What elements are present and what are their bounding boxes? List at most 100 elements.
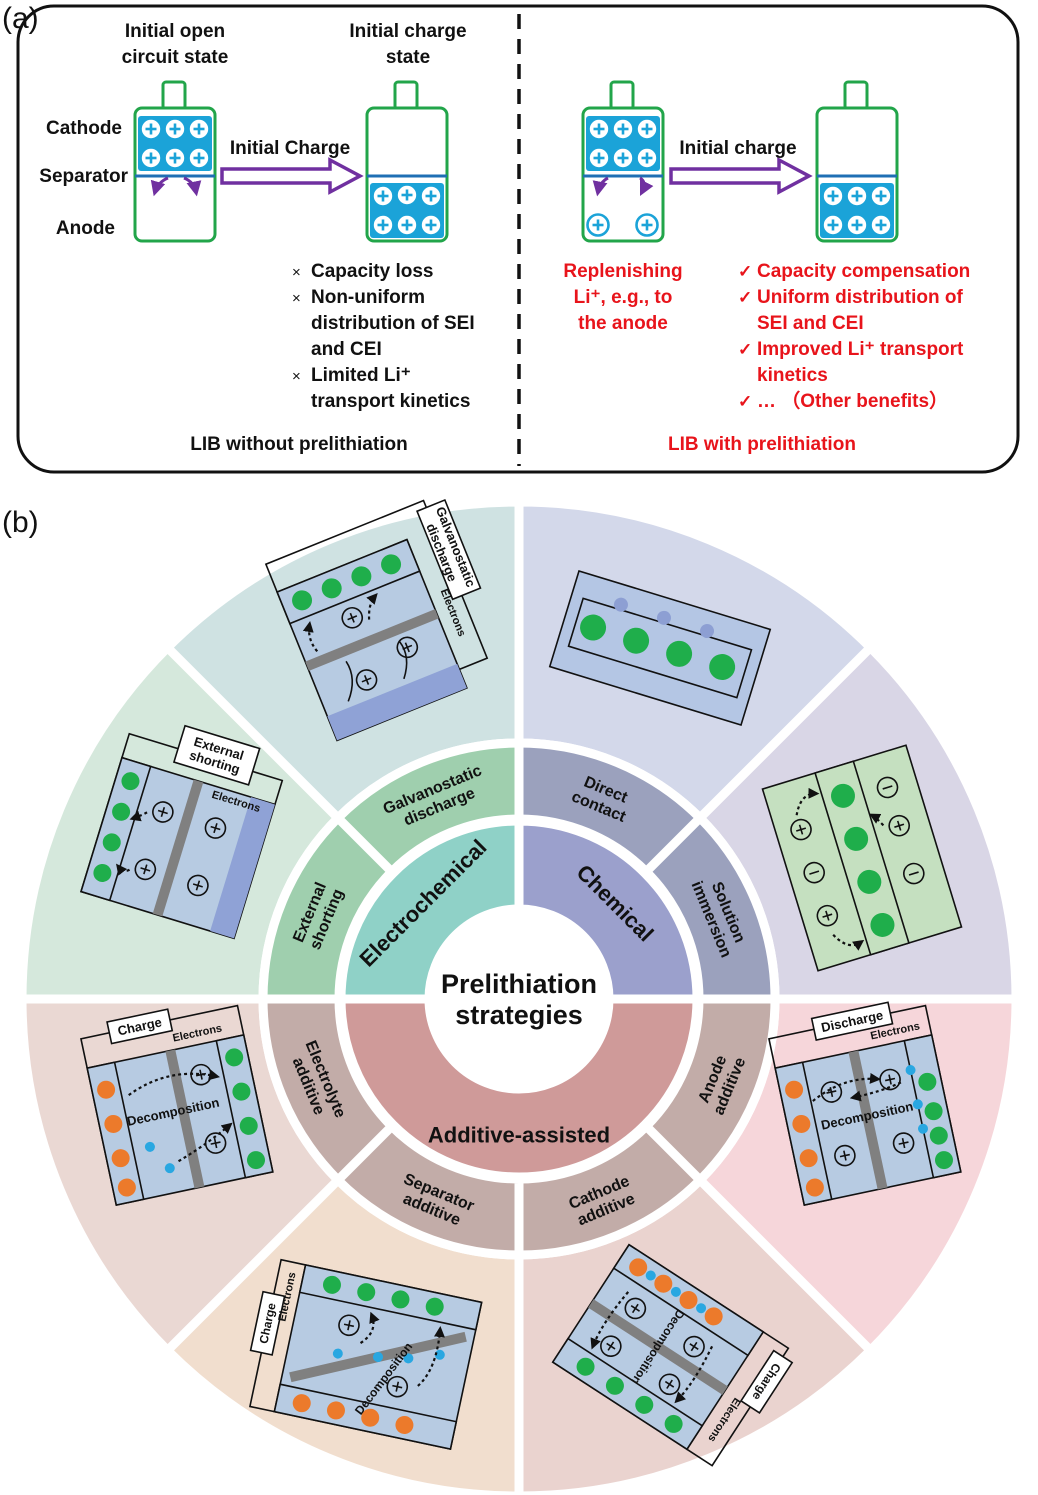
issue-text: Non-uniform xyxy=(311,287,425,308)
additive-particle xyxy=(332,1348,343,1359)
anion-icon xyxy=(903,862,925,885)
ion-migration-arrow xyxy=(674,1345,714,1404)
li-ion-icon xyxy=(187,117,211,141)
ion-migration-arrow xyxy=(302,620,319,653)
schematic-direct-contact xyxy=(548,569,772,727)
li-plus-ion-icon xyxy=(888,814,910,837)
li-ion-icon xyxy=(163,117,187,141)
ion-migration-arrow xyxy=(116,863,131,876)
issue-cross-mark: × xyxy=(292,264,301,281)
replenish-line: Li⁺, e.g., to xyxy=(574,287,673,308)
li-ion-icon xyxy=(869,184,893,208)
benefit-check-mark: ✓ xyxy=(738,392,752,411)
lithiated-particle xyxy=(844,826,869,851)
li-ion-icon xyxy=(371,184,395,208)
state1-title-2: circuit state xyxy=(122,47,229,68)
wheel-center xyxy=(429,909,609,1089)
cathode-particle xyxy=(111,1149,130,1168)
issue-cross-mark: × xyxy=(292,368,301,385)
li-plus-ion-icon xyxy=(152,801,174,823)
anode-particle xyxy=(239,1116,258,1135)
transport-curve xyxy=(399,641,408,680)
li-plus-ion-icon xyxy=(816,904,839,927)
li-plus-ion-icon xyxy=(355,669,378,691)
li-ion-icon xyxy=(419,184,443,208)
center-title-line: strategies xyxy=(455,1000,583,1030)
anode-particle xyxy=(246,1151,265,1170)
lithiated-particle xyxy=(709,654,736,681)
cathode-particle xyxy=(104,1114,123,1133)
lithiated-particle xyxy=(580,614,607,641)
additive-particle xyxy=(918,1123,929,1134)
ion-migration-arrow xyxy=(417,1326,445,1387)
li-ion-icon xyxy=(869,213,893,237)
li-ion-icon xyxy=(139,146,163,170)
benefit-text: Improved Li⁺ transport xyxy=(757,339,964,360)
lithiated-particle xyxy=(870,912,895,937)
cathode-particle xyxy=(679,1291,698,1310)
lithium-particle xyxy=(613,597,628,612)
li-ion-icon xyxy=(587,117,611,141)
li-plus-ion-icon xyxy=(204,817,227,839)
label-box xyxy=(106,1008,174,1045)
additive-particle xyxy=(144,1141,155,1152)
cathode-electrode xyxy=(774,1061,833,1207)
cathode-particle xyxy=(117,1178,136,1197)
li-plus-ion-icon xyxy=(386,1375,409,1398)
cathode-label: Cathode xyxy=(46,118,122,139)
additive-particle xyxy=(373,1352,383,1362)
initial-charge-arrow: Initial Charge xyxy=(220,138,364,195)
li-plus-ion-icon xyxy=(790,818,812,841)
anode-particle xyxy=(232,1082,251,1101)
lithiated-particle xyxy=(381,554,402,575)
li-plus-ion-icon xyxy=(204,1132,227,1154)
li-plus-ion-icon xyxy=(341,606,364,629)
anode-particle xyxy=(605,1376,624,1395)
additive-particle xyxy=(645,1270,656,1281)
li-ion-icon xyxy=(635,213,659,237)
li-plus-ion-icon xyxy=(134,858,157,881)
cathode-particle xyxy=(292,1394,311,1413)
issue-text: and CEI xyxy=(311,339,382,360)
benefit-text: Capacity compensation xyxy=(757,261,970,282)
anode-particle xyxy=(664,1414,683,1433)
li-ion-icon xyxy=(845,213,869,237)
cathode-particle xyxy=(805,1178,824,1197)
additive-particle xyxy=(912,1099,923,1110)
panel-a-frame xyxy=(16,4,1020,474)
issue-text: transport kinetics xyxy=(311,391,470,412)
benefit-check-mark: ✓ xyxy=(738,340,752,359)
li-ion-icon xyxy=(821,213,845,237)
lithiated-particle xyxy=(102,833,121,852)
lithiated-particle xyxy=(666,640,693,667)
benefit-check-mark: ✓ xyxy=(738,288,752,307)
category-additive-label-line: Additive-assisted xyxy=(428,1123,610,1148)
li-ion-icon xyxy=(587,146,611,170)
replenish-line: Replenishing xyxy=(563,261,682,282)
ion-migration-arrow xyxy=(812,1072,881,1102)
anode-particle xyxy=(322,1275,341,1294)
anode-particle xyxy=(929,1126,948,1145)
cathode-particle xyxy=(785,1080,804,1099)
separator-bar xyxy=(588,1299,728,1395)
panel-a: (a) Initial open circuit state Initial c… xyxy=(2,2,1020,474)
anode-electrode xyxy=(215,1033,274,1179)
state1-title-1: Initial open xyxy=(125,21,225,42)
li-plus-ion-icon xyxy=(658,1373,681,1396)
li-ion-layer xyxy=(138,116,894,238)
additive-particle xyxy=(905,1065,916,1076)
li-ion-icon xyxy=(395,183,419,207)
lithiated-particle xyxy=(93,863,112,882)
lithiated-particle xyxy=(292,590,313,611)
label-box xyxy=(172,724,261,786)
center-title-line: Prelithiation xyxy=(441,969,597,999)
cathode-particle xyxy=(654,1274,673,1293)
lithiated-particle xyxy=(112,802,131,821)
separator-bar xyxy=(152,779,204,917)
issue-cross-mark: × xyxy=(292,290,301,307)
li-plus-ion-icon xyxy=(624,1297,647,1320)
